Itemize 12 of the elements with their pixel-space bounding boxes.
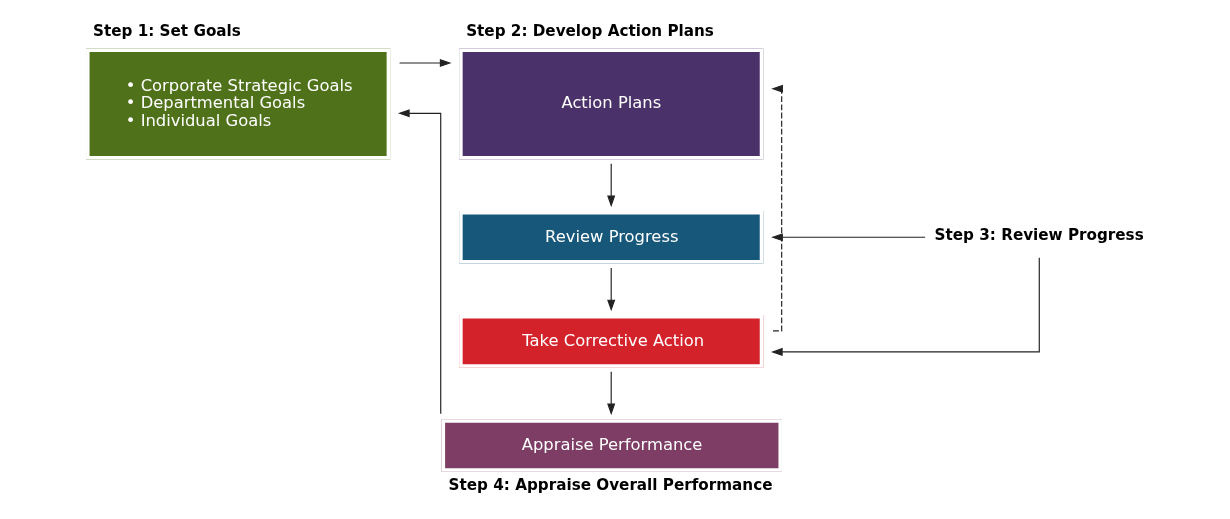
arrow — [771, 233, 926, 242]
node-label: Step 2: Develop Action Plans — [466, 21, 714, 40]
node-label: Step 1: Set Goals — [93, 21, 241, 40]
arrow — [397, 109, 442, 415]
node-label: Step 4: Appraise Overall Performance — [448, 475, 773, 494]
arrow — [771, 84, 783, 332]
arrow — [607, 163, 616, 208]
arrow — [399, 58, 452, 68]
node-text: Step 3: Review Progress — [934, 225, 1144, 244]
arrow — [607, 371, 616, 416]
arrow — [770, 257, 1040, 356]
arrow — [607, 267, 616, 312]
